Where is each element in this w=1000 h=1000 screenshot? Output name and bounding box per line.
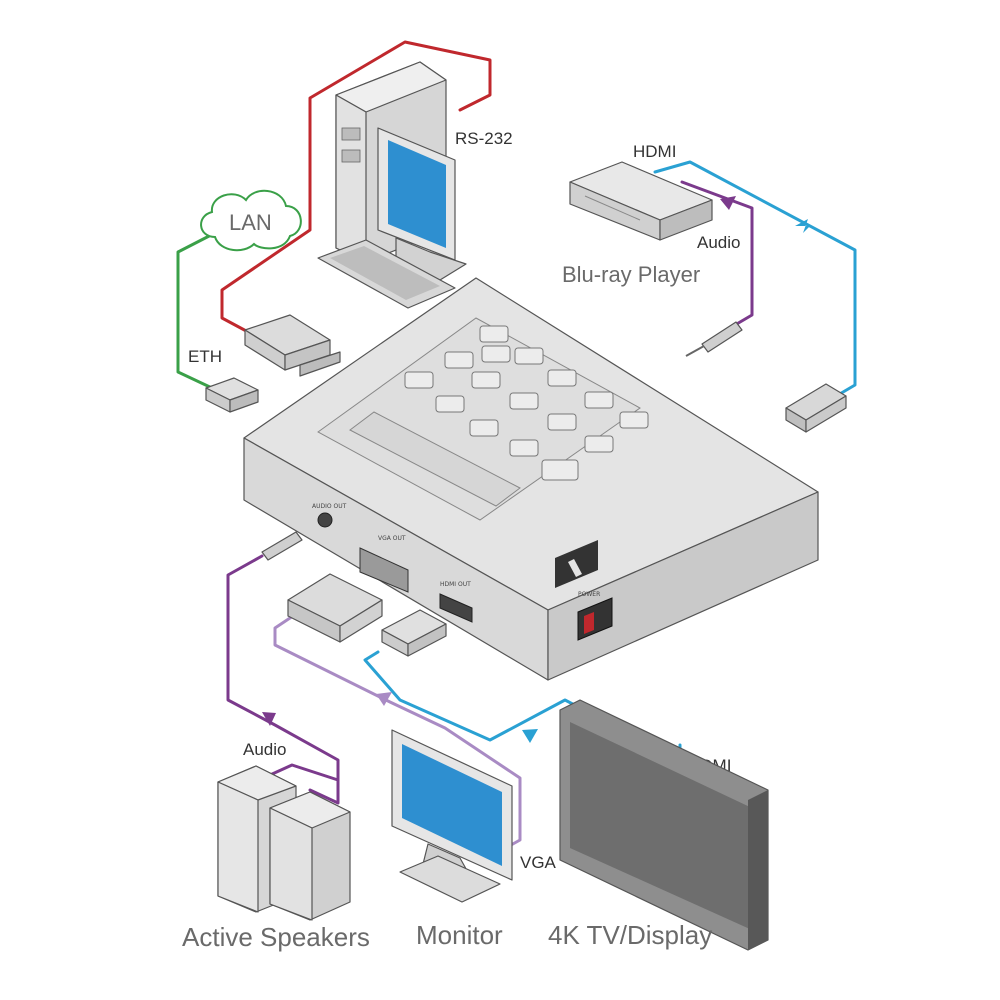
device-audio-out-label: AUDIO OUT [312, 503, 347, 510]
ethernet-cable [176, 231, 217, 390]
device-keypad [404, 325, 649, 481]
audio-output-cable [226, 554, 340, 805]
arrow-hdmi-out [522, 729, 538, 743]
label-bluray: Blu-ray Player [562, 262, 700, 287]
label-speakers: Active Speakers [182, 922, 370, 952]
label-eth: ETH [188, 347, 222, 366]
speakers-icon [217, 765, 351, 921]
label-vga: VGA [520, 853, 557, 872]
label-rs232: RS-232 [455, 129, 513, 148]
arrow-audio-in [720, 196, 736, 210]
hdmi-input-cable [653, 160, 857, 397]
device-power-label: POWER [578, 591, 600, 598]
label-audio-in: Audio [697, 233, 740, 252]
audio-input-cable [680, 180, 754, 327]
audio-out-jack-icon [261, 531, 303, 561]
generator-device-icon [243, 277, 819, 681]
arrow-audio-out [262, 712, 276, 726]
arrow-vga [376, 692, 392, 706]
audio-out-port [317, 512, 333, 528]
vga-cable [273, 612, 522, 852]
rs232-connector-icon [244, 314, 341, 377]
label-audio-out: Audio [243, 740, 286, 759]
device-hdmi-out-label: HDMI OUT [440, 581, 471, 588]
ethernet-connector-icon [205, 377, 259, 413]
device-vga-out-label: VGA OUT [378, 535, 406, 542]
arrow-hdmi-in [795, 219, 810, 233]
computer-icon [317, 61, 467, 309]
label-lan: LAN [229, 210, 272, 235]
label-hdmi-in: HDMI [633, 142, 676, 161]
rs232-cable [220, 40, 492, 335]
tv-icon [559, 699, 769, 951]
hdmi-out-connector-icon [381, 609, 447, 657]
cloud-icon [200, 190, 302, 252]
vga-out-port [359, 547, 409, 593]
label-monitor: Monitor [416, 920, 503, 950]
audio-jack-icon [685, 321, 743, 357]
bluray-player-icon [569, 161, 713, 241]
audio-output-cable-branch [268, 763, 340, 782]
label-tv: 4K TV/Display [548, 920, 712, 950]
vga-connector-icon [287, 573, 383, 643]
monitor-icon [391, 729, 513, 903]
hdmi-connector-icon [785, 383, 847, 433]
hdmi-out-port [439, 593, 473, 623]
